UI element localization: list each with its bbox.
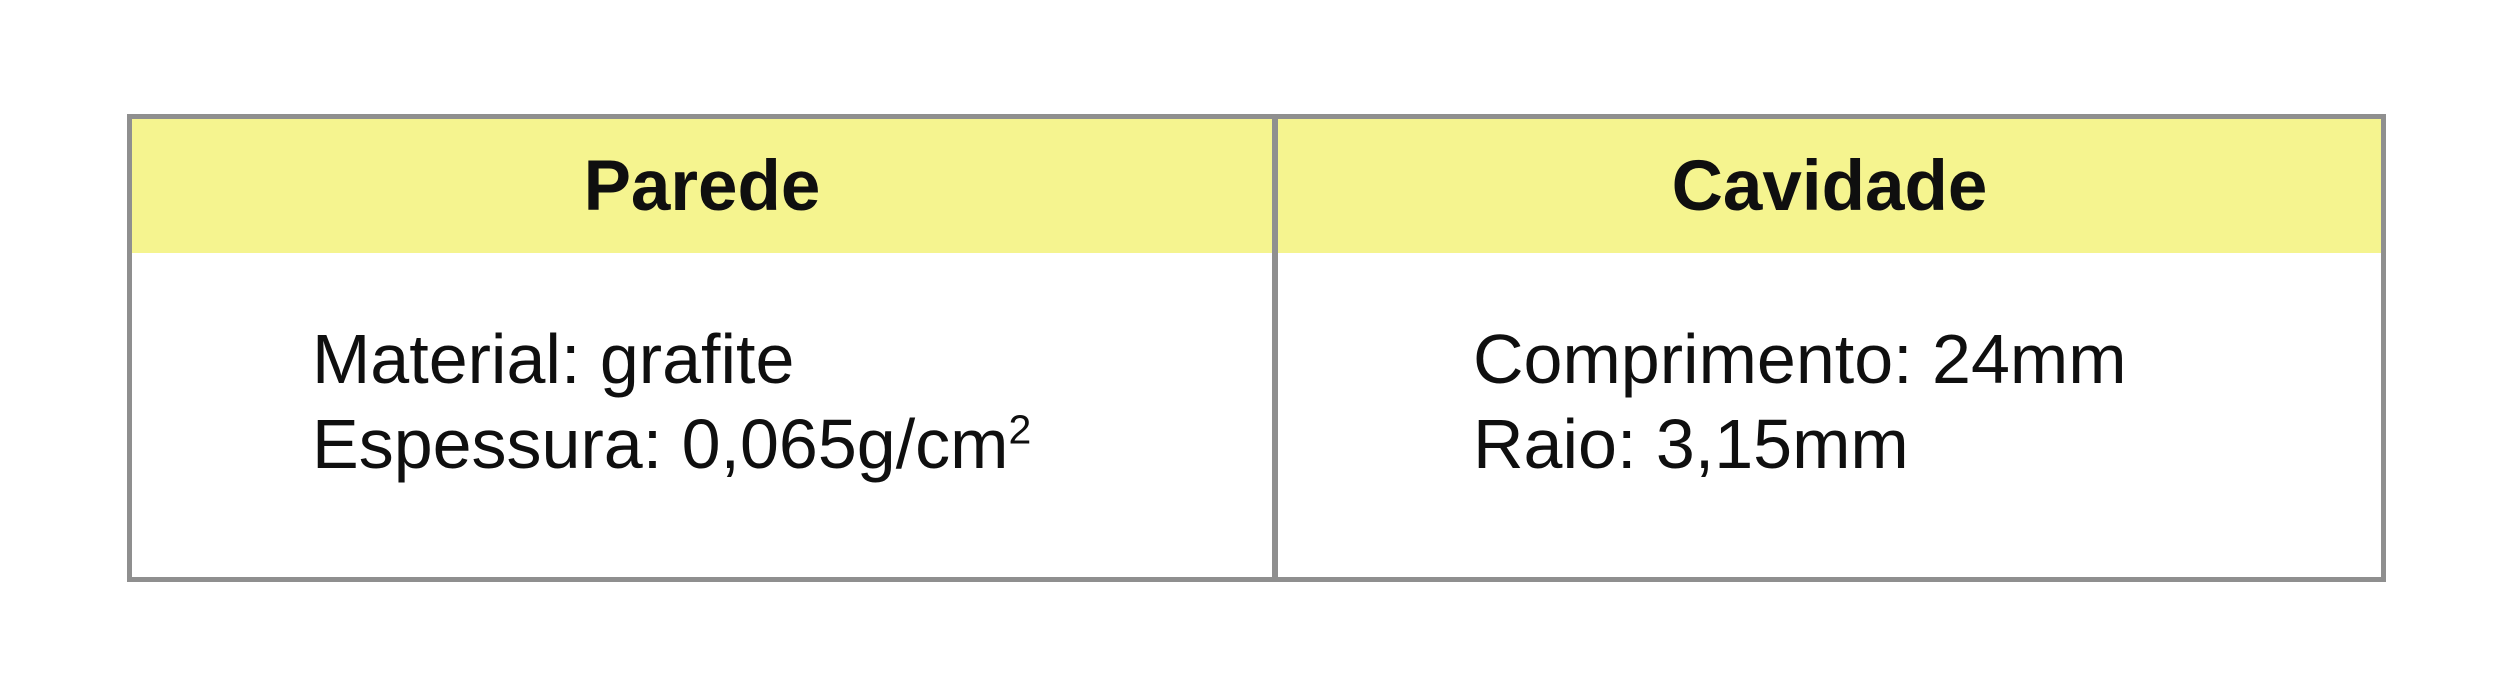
spec-line-raio-text: Raio: 3,15mm: [1473, 405, 1909, 483]
spec-line-comprimento-text: Comprimento: 24mm: [1473, 320, 2127, 398]
column-parede: Parede Material: grafite Espessura: 0,06…: [132, 119, 1272, 577]
spec-line-espessura-text: Espessura: 0,065g/cm: [312, 405, 1009, 483]
spec-line-espessura: Espessura: 0,065g/cm2: [312, 402, 1242, 487]
column-cavidade: Cavidade Comprimento: 24mm Raio: 3,15mm: [1272, 119, 2381, 577]
body-cell-cavidade: Comprimento: 24mm Raio: 3,15mm: [1278, 253, 2381, 577]
spec-line-material: Material: grafite: [312, 317, 1242, 402]
header-cell-cavidade: Cavidade: [1278, 119, 2381, 253]
body-cell-parede: Material: grafite Espessura: 0,065g/cm2: [132, 253, 1272, 577]
header-label-parede: Parede: [583, 146, 821, 226]
spec-line-comprimento: Comprimento: 24mm: [1473, 317, 2351, 402]
spec-line-raio: Raio: 3,15mm: [1473, 402, 2351, 487]
spec-line-material-text: Material: grafite: [312, 320, 795, 398]
header-cell-parede: Parede: [132, 119, 1272, 253]
header-label-cavidade: Cavidade: [1671, 146, 1988, 226]
spec-table: Parede Material: grafite Espessura: 0,06…: [127, 114, 2386, 582]
spec-line-espessura-sup: 2: [1008, 406, 1032, 453]
